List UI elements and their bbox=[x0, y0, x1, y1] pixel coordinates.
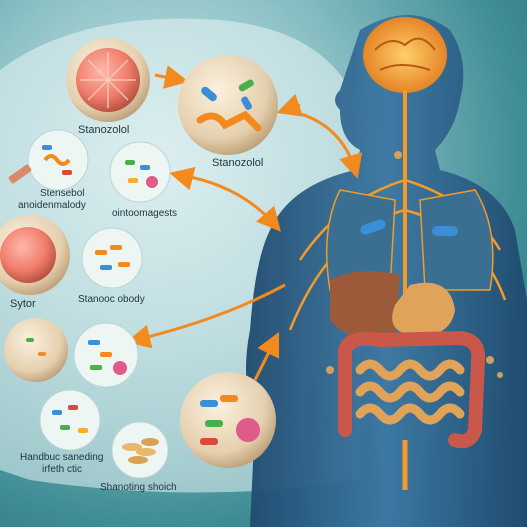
stomach bbox=[392, 282, 455, 336]
molecule-circle-lower-mid bbox=[73, 322, 139, 388]
molecule-circle-small-2 bbox=[109, 141, 171, 203]
molecule-chain bbox=[196, 110, 262, 132]
label-steroid-line1: Stensebol bbox=[40, 188, 85, 199]
molecule-circle-lower-left bbox=[4, 318, 68, 382]
label-stanozolol-mid: Stanozolol bbox=[212, 157, 264, 169]
label-sytor: Sytor bbox=[10, 298, 36, 310]
label-handbuc-line1: Handbuc saneding bbox=[20, 452, 104, 463]
flow-arrows bbox=[126, 65, 363, 381]
capsule-pill bbox=[8, 164, 32, 184]
capsule-pill bbox=[238, 79, 254, 92]
label-steroid-line2: anoidenmalody bbox=[18, 200, 86, 211]
arrow-grape-to-molecule bbox=[154, 65, 189, 89]
right-lung bbox=[419, 189, 494, 291]
label-shanoting: Shanoting shoich bbox=[100, 482, 177, 493]
small-intestine bbox=[355, 359, 465, 425]
liver bbox=[330, 271, 400, 341]
capsule-pill bbox=[360, 219, 386, 235]
arrow-from-body bbox=[126, 283, 286, 349]
molecule-circle-bottom-large bbox=[180, 372, 276, 468]
label-stanozolol-top: Stanozolol bbox=[78, 124, 130, 136]
arrow-up bbox=[253, 331, 280, 381]
molecule-circle-small-1 bbox=[27, 129, 89, 191]
grapefruit-icon bbox=[0, 227, 56, 283]
wheat-grains-circle bbox=[111, 421, 169, 479]
molecule-circle-small-3 bbox=[81, 227, 143, 289]
capsule-pill bbox=[201, 86, 217, 102]
brain bbox=[363, 17, 447, 93]
grapefruit-mid bbox=[0, 215, 70, 295]
colon bbox=[338, 330, 486, 449]
label-handbuc-line2: irfeth ctic bbox=[42, 464, 83, 475]
capsule-pill bbox=[241, 96, 252, 110]
molecule-circle-bottom-left bbox=[39, 389, 101, 451]
grapefruit-top bbox=[66, 38, 150, 122]
molecule-circle-top bbox=[178, 55, 278, 155]
label-stanooc-obody: Stanooc obody bbox=[78, 294, 145, 305]
label-antiomagests: ointoomagests bbox=[112, 208, 178, 219]
human-body bbox=[246, 15, 527, 527]
capsule-pill bbox=[432, 226, 458, 236]
